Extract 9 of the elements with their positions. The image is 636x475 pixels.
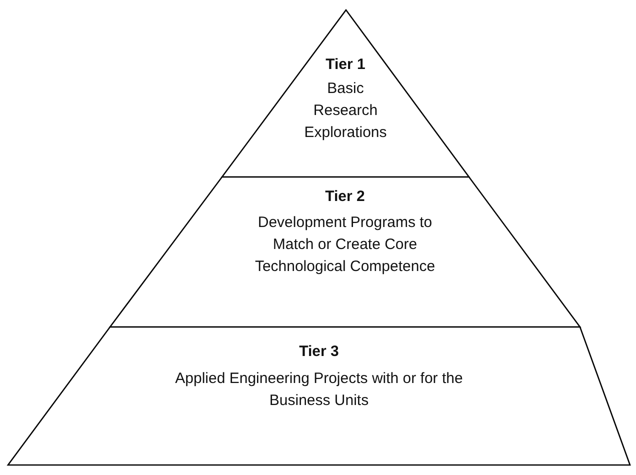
- tier-description: Development Programs to Match or Create Core Technological Competence: [254, 213, 436, 277]
- tier-description: Basic Research Explorations: [303, 79, 388, 143]
- pyramid-tier: [222, 10, 469, 177]
- pyramid-tier: [110, 177, 580, 327]
- tier-description: Applied Engineering Projects with or for the Business Units: [174, 369, 464, 411]
- tier-heading: Tier 2: [324, 187, 366, 207]
- tier-heading: Tier 3: [298, 342, 340, 362]
- pyramid-tier: [8, 327, 630, 465]
- tier-heading: Tier 1: [324, 55, 366, 75]
